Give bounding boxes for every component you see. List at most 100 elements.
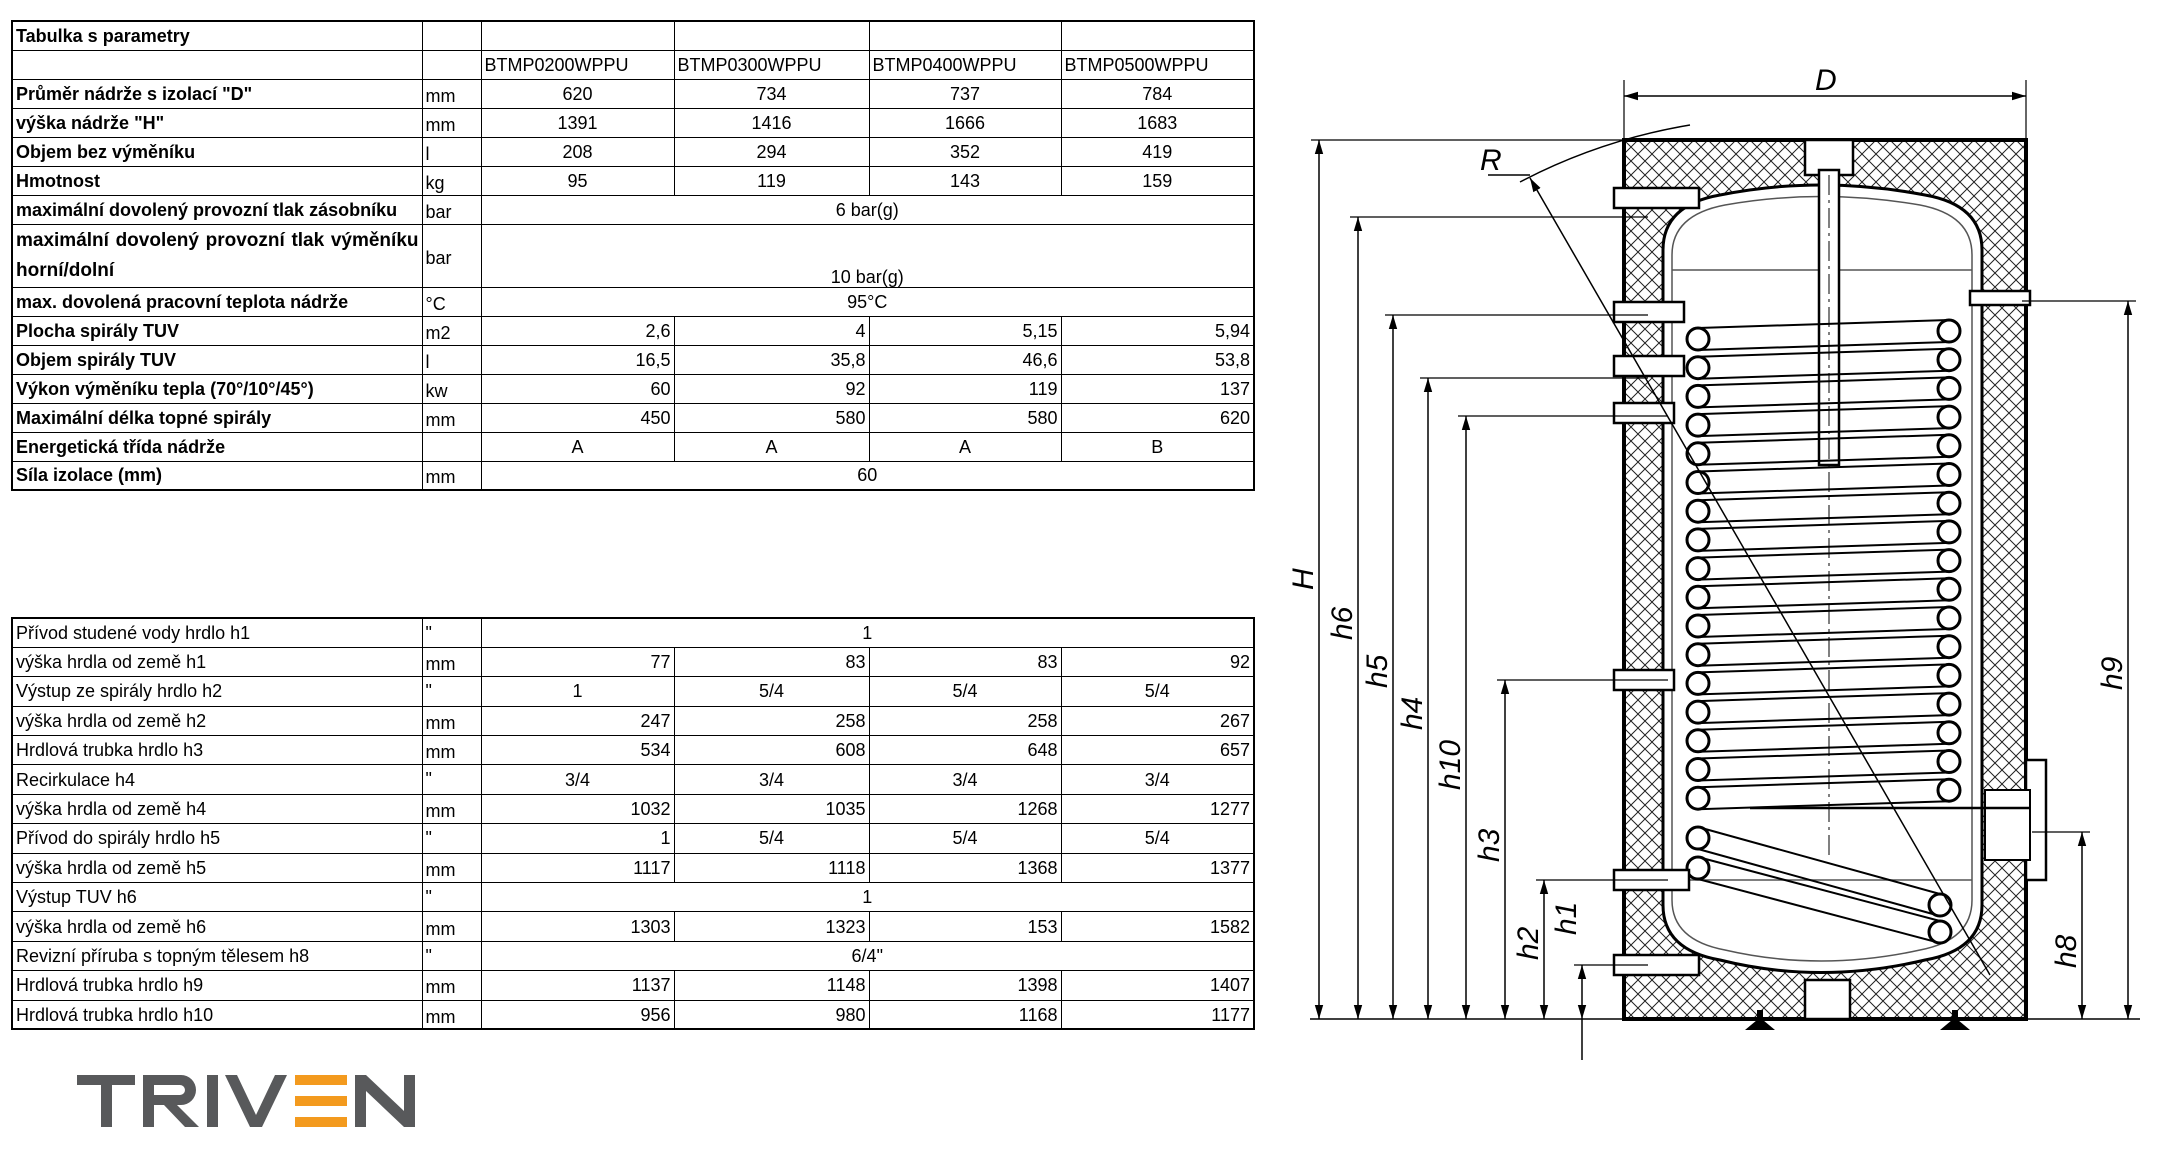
cell-value: 258 — [868, 705, 1062, 737]
row-label: Průměr nádrže s izolací "D" — [11, 78, 423, 109]
dimension-label-H: H — [1287, 568, 1320, 590]
merged-value: 10 bar(g) — [480, 223, 1255, 288]
coil-tube — [1697, 634, 1950, 645]
cell-value: 1398 — [868, 970, 1062, 1001]
triven-logo — [77, 1075, 415, 1127]
cell-value: 1277 — [1060, 793, 1255, 825]
row-unit: " — [421, 882, 482, 913]
table-row: maximální dovolený provozní tlak výměník… — [11, 223, 1255, 288]
row-label: výška hrdla od země h5 — [11, 852, 423, 884]
cell-value: 580 — [673, 402, 870, 433]
row-unit: kw — [421, 373, 482, 404]
coil-loop — [1685, 670, 1711, 696]
cell-value: 247 — [480, 705, 675, 737]
cell-value: 83 — [868, 646, 1062, 678]
cell-value: 737 — [868, 78, 1062, 109]
pipe-connection — [1612, 953, 1701, 977]
coil-tube — [1697, 656, 1950, 667]
row-label: Výstup TUV h6 — [11, 882, 423, 913]
row-label: max. dovolená pracovní teplota nádrže — [11, 286, 423, 317]
coil-tube — [1697, 577, 1950, 588]
row-label: Hrdlová trubka hrdlo h3 — [11, 735, 423, 766]
cell-value: 419 — [1060, 136, 1255, 167]
row-unit: m2 — [421, 315, 482, 346]
cell-value: 1 — [480, 823, 675, 854]
coil-tube — [1697, 878, 1941, 944]
merged-value: 1 — [480, 882, 1255, 913]
row-label: Přívod studené vody hrdlo h1 — [11, 617, 423, 648]
row-label: Maximální délka topné spirály — [11, 402, 423, 433]
cell-value: 5/4 — [868, 676, 1062, 707]
coil-loop — [1936, 462, 1962, 487]
cell-value: B — [1060, 431, 1255, 462]
coil-loop — [1936, 433, 1962, 459]
cell-value: 657 — [1060, 735, 1255, 766]
row-label: Síla izolace (mm) — [11, 460, 423, 491]
row-label: Přívod do spirály hrdlo h5 — [11, 823, 423, 854]
row-label: Revizní příruba s topným tělesem h8 — [11, 940, 423, 972]
coil-tube — [1697, 771, 1950, 782]
cell-value: 734 — [673, 78, 870, 109]
dimension-label-h5: h5 — [1361, 654, 1394, 688]
row-unit: mm — [421, 793, 482, 825]
empty-cell — [11, 49, 423, 80]
cell-value: 1683 — [1060, 107, 1255, 138]
coil-loop — [1936, 404, 1962, 430]
coil-tube — [1697, 541, 1950, 552]
pipe-connection — [1612, 186, 1701, 210]
dimension-label-h1: h1 — [1550, 902, 1583, 935]
row-label: Hrdlová trubka hrdlo h10 — [11, 999, 423, 1030]
coil-loop — [1936, 519, 1962, 545]
model-header: BTMP0200WPPU — [480, 49, 675, 80]
cell-value: 53,8 — [1060, 344, 1255, 375]
cell-value: 1035 — [673, 793, 870, 825]
table-row: Revizní příruba s topným tělesem h8"6/4" — [11, 940, 1255, 972]
row-unit — [421, 431, 482, 462]
cell-value: 119 — [868, 373, 1062, 404]
cell-value: 60 — [480, 373, 675, 404]
merged-value: 95°C — [480, 286, 1255, 317]
cell-value: 648 — [868, 735, 1062, 766]
row-unit: mm — [421, 107, 482, 138]
empty-cell — [421, 49, 482, 80]
row-unit: °C — [421, 286, 482, 317]
cell-value: 1268 — [868, 793, 1062, 825]
coil-tube — [1697, 376, 1950, 387]
row-unit: mm — [421, 402, 482, 433]
cell-value: 294 — [673, 136, 870, 167]
cell-value: 1391 — [480, 107, 675, 138]
cell-value: 620 — [480, 78, 675, 109]
coil-loop — [1685, 613, 1711, 639]
pipe-connection — [1612, 354, 1686, 378]
cell-value: 980 — [673, 999, 870, 1030]
row-label: Výstup ze spirály hrdlo h2 — [11, 676, 423, 707]
cell-value: 153 — [868, 911, 1062, 942]
coil-loop — [1685, 855, 1711, 881]
cell-value: 46,6 — [868, 344, 1062, 375]
cell-value: 77 — [480, 646, 675, 678]
coil-loop — [1685, 355, 1711, 381]
row-label: výška hrdla od země h6 — [11, 911, 423, 942]
coil-tube — [1697, 628, 1950, 638]
cell-value: 5/4 — [868, 823, 1062, 854]
row-unit: mm — [421, 999, 482, 1030]
coil-tube — [1697, 548, 1950, 559]
table-row: maximální dovolený provozní tlak zásobní… — [11, 194, 1255, 225]
empty-cell — [421, 20, 482, 51]
empty-cell — [480, 20, 675, 51]
coil-tube — [1697, 433, 1950, 444]
row-unit: l — [421, 136, 482, 167]
coil-tube — [1697, 398, 1950, 409]
pipe-connection — [1968, 289, 2032, 307]
dimension-label-h3: h3 — [1473, 828, 1506, 862]
cell-value: 1137 — [480, 970, 675, 1001]
